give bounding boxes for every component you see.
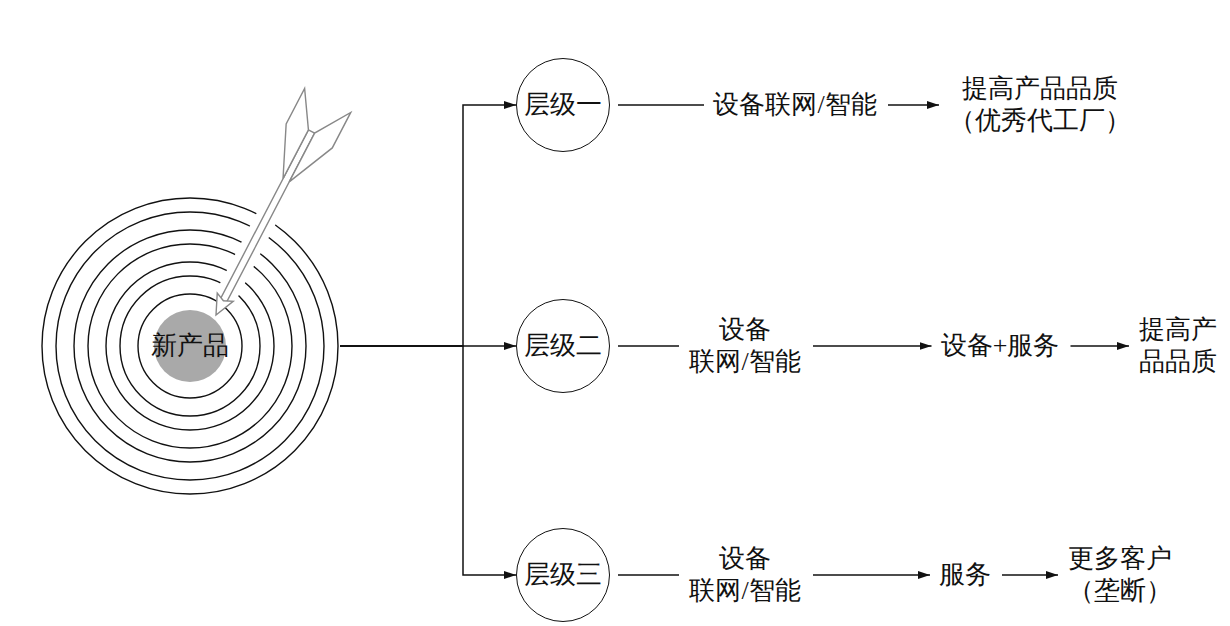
arrow-shaft (220, 130, 314, 303)
node-text: 设备 联网/智能 (688, 314, 802, 379)
flow-step: 设备+服务 (936, 327, 1065, 366)
flow-step: 设备 联网/智能 (683, 311, 807, 382)
node-text: 服务 (939, 559, 991, 592)
flow-step: 服务 (934, 556, 996, 595)
target-ring (120, 276, 260, 416)
connector-line (618, 104, 704, 106)
node-text: 更多客户 （垄断） (1067, 543, 1173, 608)
node-text: 设备+服务 (941, 330, 1060, 363)
flow-step: 提高产品品质 （优秀代工厂） (943, 70, 1137, 141)
connector-arrow (340, 105, 516, 346)
connector-arrow (1071, 345, 1130, 347)
node-text: 提高产 品品质 (1138, 314, 1218, 379)
connector-arrow (1002, 574, 1058, 576)
node-text: 提高产品品质 （优秀代工厂） (948, 73, 1132, 138)
connector-line (618, 574, 679, 576)
target-ring (56, 212, 324, 480)
flow-step: 更多客户 （垄断） (1062, 540, 1178, 611)
level-circle: 层级二 (516, 299, 610, 393)
flow-step: 设备 联网/智能 (683, 540, 807, 611)
target-ring (88, 244, 292, 448)
target-ring (138, 294, 242, 398)
connector-arrow (813, 345, 932, 347)
node-text: 新产品 (151, 330, 229, 363)
connector-arrow (340, 346, 516, 575)
connector-arrow (813, 574, 930, 576)
target-node: 新产品 (40, 196, 340, 496)
node-text: 层级一 (524, 89, 602, 122)
flow-step: 提高产 品品质 (1133, 311, 1223, 382)
connector-line (618, 345, 679, 347)
level-circle: 层级三 (516, 528, 610, 622)
target-ring (106, 262, 274, 430)
level-circle: 层级一 (516, 58, 610, 152)
arrow-feather (289, 112, 351, 181)
target-ring (42, 198, 338, 494)
arrow-head (216, 293, 233, 315)
connector-arrow (888, 104, 939, 106)
flow-step: 设备联网/智能 (708, 86, 882, 125)
node-text: 设备联网/智能 (713, 89, 876, 122)
target-ring (74, 230, 306, 462)
node-text: 设备 联网/智能 (688, 543, 802, 608)
node-text: 层级二 (524, 330, 602, 363)
node-text: 层级三 (524, 559, 602, 592)
